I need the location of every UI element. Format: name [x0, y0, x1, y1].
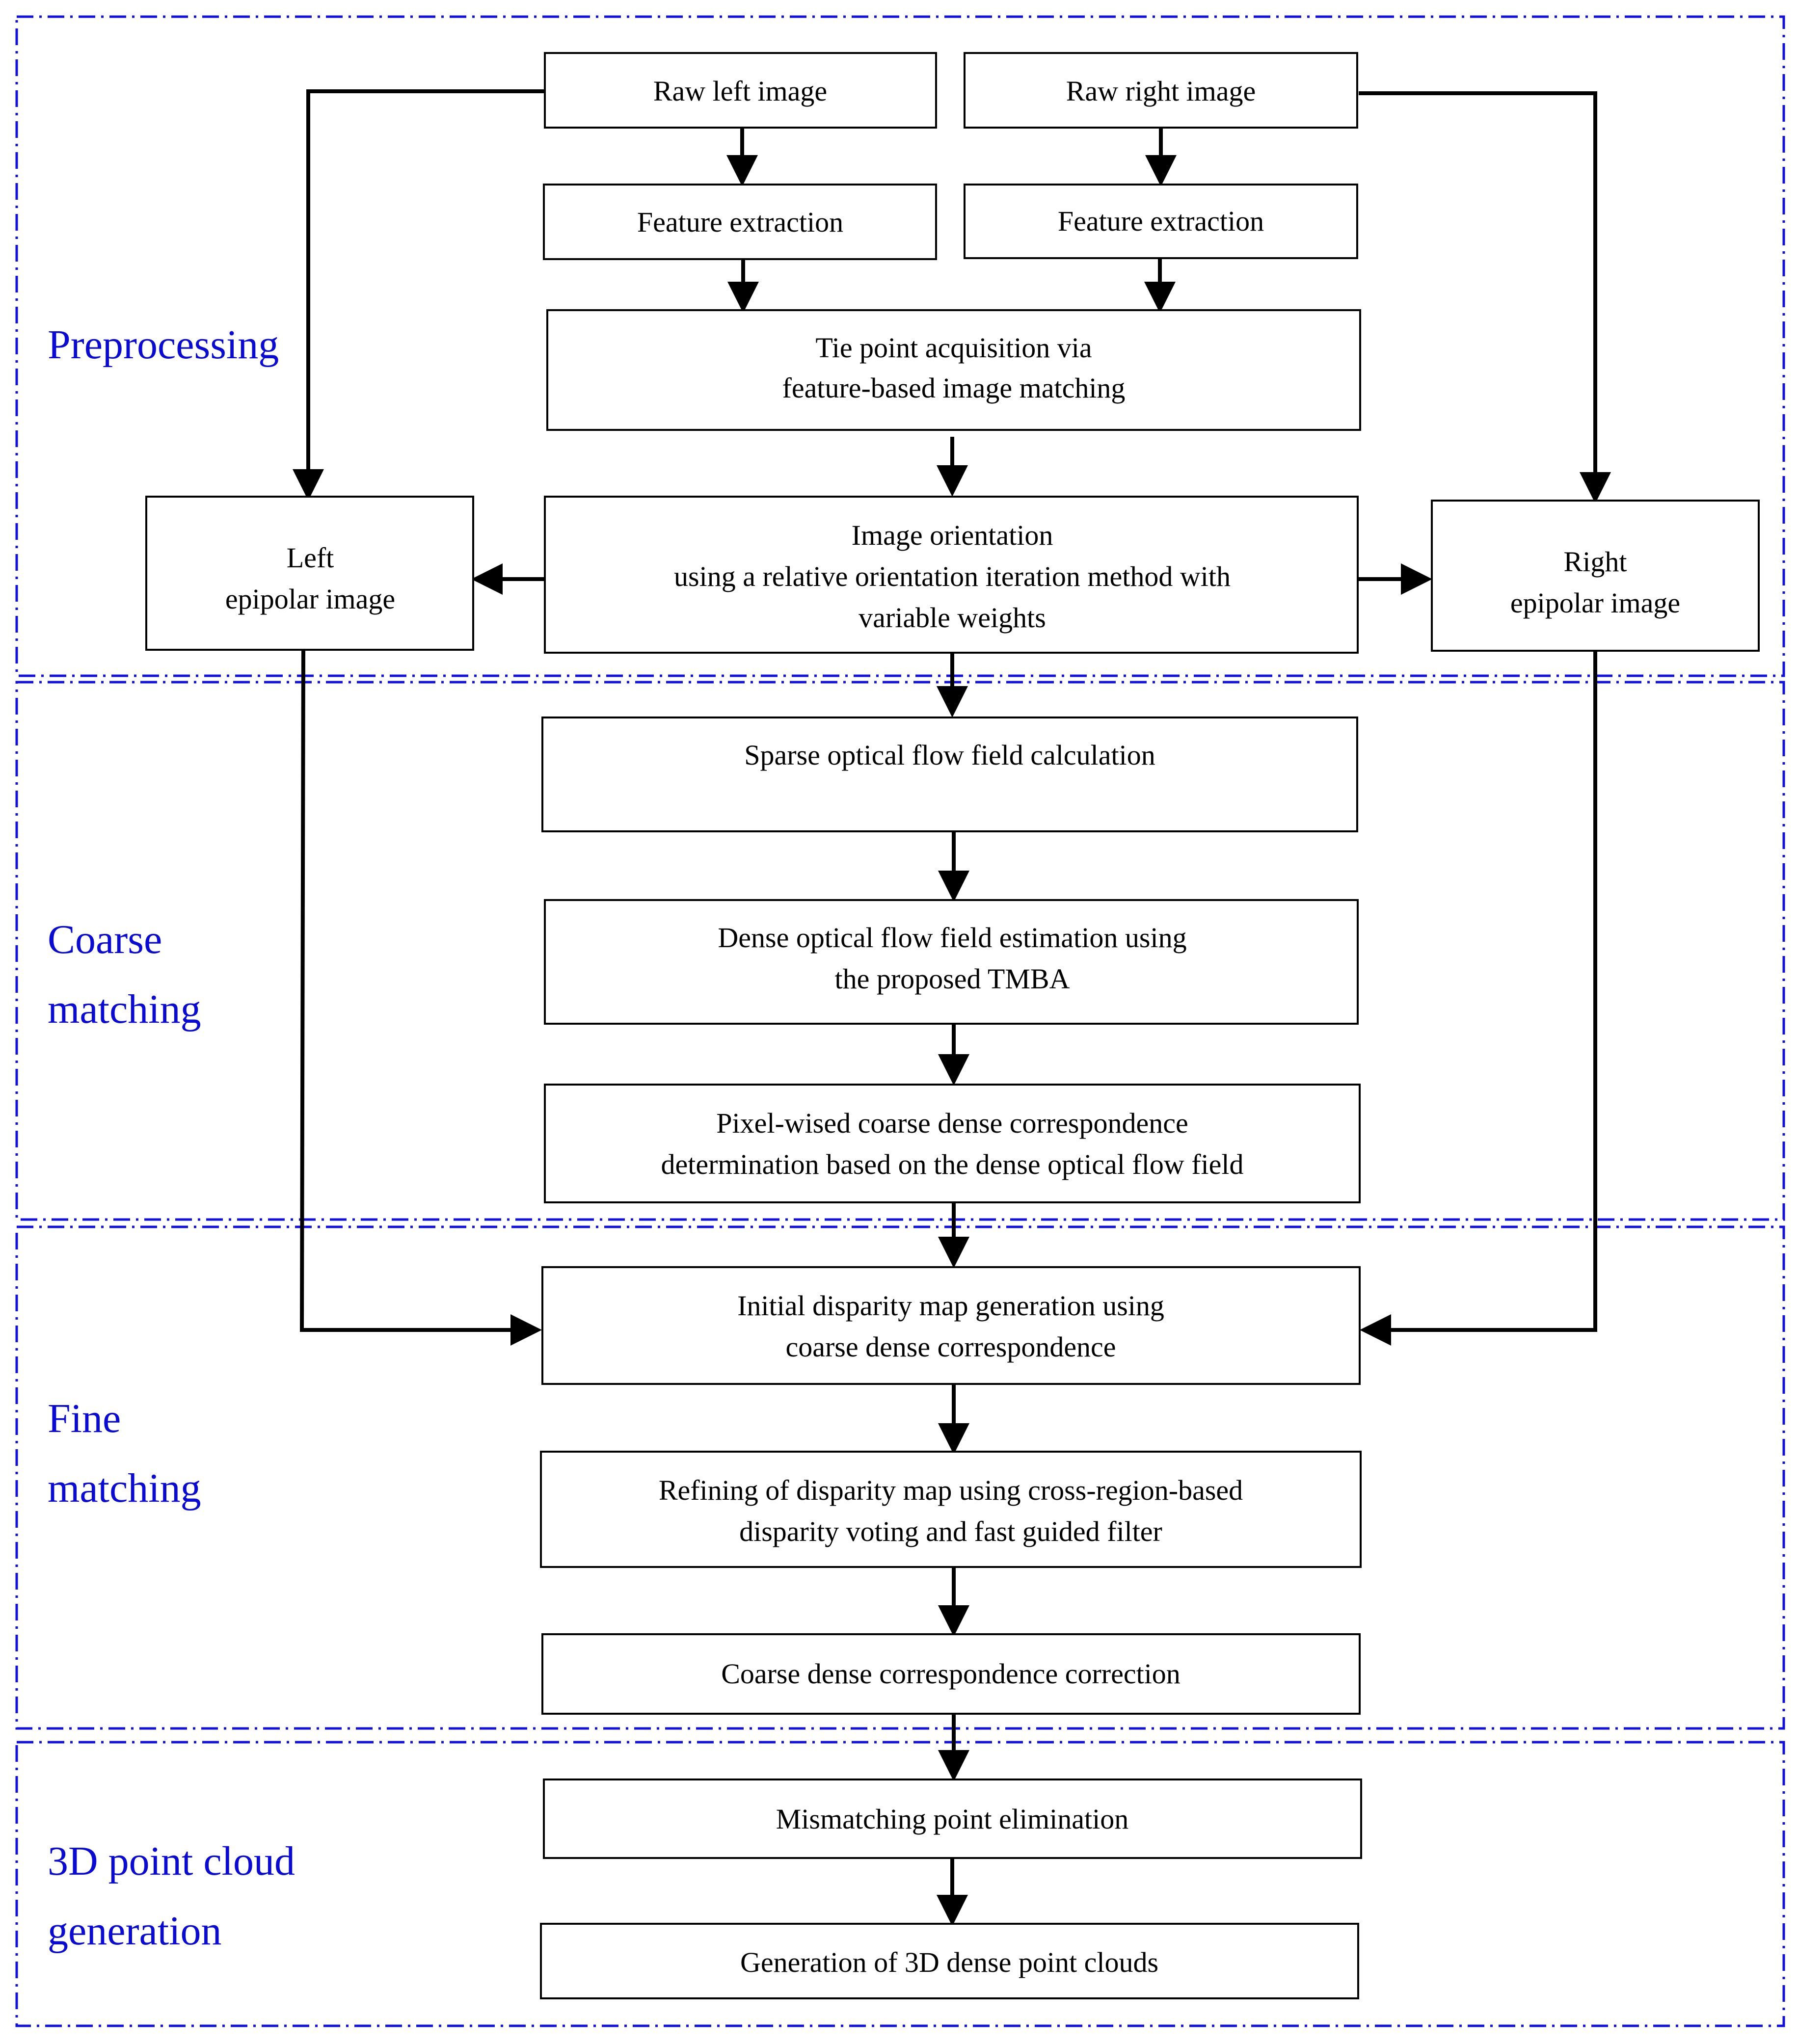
text-line: variable weights [859, 602, 1046, 634]
text-line: coarse dense correspondence [785, 1331, 1116, 1363]
box-right-epipolar-text: Right epipolar image [1510, 546, 1680, 619]
box-orientation-text: Image orientation using a relative orient… [674, 519, 1231, 634]
box-left-epipolar: Left epipolar image [145, 496, 474, 651]
text-line: Right [1564, 546, 1627, 578]
text-line: Preprocessing [48, 322, 279, 368]
box-feature-right-text: Feature extraction [1058, 205, 1264, 237]
text-line: Feature extraction [637, 206, 843, 238]
box-raw-right: Raw right image [964, 52, 1358, 129]
box-refining-text: Refining of disparity map using cross-re… [659, 1474, 1243, 1547]
box-dense-flow-text: Dense optical flow field estimation usin… [718, 922, 1186, 995]
box-feature-right: Feature extraction [964, 184, 1358, 259]
text-line: matching [48, 1465, 201, 1511]
text-line: Initial disparity map generation using [737, 1290, 1164, 1322]
connectors [293, 89, 1611, 1926]
box-feature-left-text: Feature extraction [637, 206, 843, 238]
stage-regions [15, 15, 1785, 2027]
arrow-raw-left-to-left-epipolar [293, 89, 545, 501]
stage-label-point-cloud-generation: 3D point cloud generation [48, 1838, 295, 1954]
box-raw-left: Raw left image [544, 52, 937, 129]
text-line: epipolar image [225, 583, 395, 615]
box-tie-point-text: Tie point acquisition via feature-based i… [782, 332, 1126, 404]
text-line: feature-based image matching [782, 372, 1126, 404]
text-line: using a relative orientation iteration m… [674, 560, 1231, 592]
box-mismatch-text: Mismatching point elimination [776, 1803, 1129, 1835]
arrow-left-epipolar-to-initial-disparity [299, 650, 542, 1346]
text-line: Raw right image [1066, 75, 1256, 107]
region-coarse-matching [15, 681, 1785, 1221]
text-line: Tie point acquisition via [815, 332, 1092, 364]
box-orientation: Image orientation using a relative orient… [544, 496, 1359, 654]
box-raw-left-text: Raw left image [653, 75, 827, 107]
box-sparse-flow-text: Sparse optical flow field calculation [744, 739, 1155, 771]
box-refining: Refining of disparity map using cross-re… [540, 1451, 1362, 1568]
box-tie-point: Tie point acquisition via feature-based i… [546, 309, 1361, 431]
box-pixel-wise-text: Pixel-wised coarse dense correspondence d… [661, 1107, 1243, 1180]
text-line: Raw left image [653, 75, 827, 107]
box-correction: Coarse dense correspondence correction [541, 1633, 1361, 1715]
text-line: determination based on the dense optical… [661, 1148, 1243, 1180]
box-pixel-wise: Pixel-wised coarse dense correspondence d… [544, 1084, 1361, 1203]
text-line: Left [287, 542, 334, 574]
box-right-epipolar: Right epipolar image [1431, 500, 1760, 652]
box-left-epipolar-text: Left epipolar image [225, 542, 395, 615]
box-generation-text: Generation of 3D dense point clouds [740, 1946, 1158, 1978]
stage-label-fine-matching: Fine matching [48, 1396, 201, 1511]
text-line: Pixel-wised coarse dense correspondence [716, 1107, 1188, 1139]
box-initial-disparity-text: Initial disparity map generation using co… [737, 1290, 1164, 1363]
box-dense-flow: Dense optical flow field estimation usin… [544, 899, 1359, 1025]
arrow-right-epipolar-to-initial-disparity [1360, 650, 1597, 1346]
text-line: disparity voting and fast guided filter [739, 1515, 1162, 1547]
text-line: generation [48, 1908, 222, 1954]
text-line: the proposed TMBA [834, 963, 1070, 995]
box-sparse-flow: Sparse optical flow field calculation [541, 717, 1358, 832]
text-line: matching [48, 986, 201, 1032]
arrow-raw-right-to-right-epipolar [1359, 91, 1611, 504]
text-line: Sparse optical flow field calculation [744, 739, 1155, 771]
stage-label-preprocessing: Preprocessing [48, 322, 279, 368]
region-fine-matching [15, 1225, 1785, 1730]
text-line: Dense optical flow field estimation usin… [718, 922, 1186, 954]
box-raw-right-text: Raw right image [1066, 75, 1256, 107]
text-line: Image orientation [852, 519, 1053, 551]
text-line: Mismatching point elimination [776, 1803, 1129, 1835]
text-line: epipolar image [1510, 587, 1680, 619]
text-line: Refining of disparity map using cross-re… [659, 1474, 1243, 1506]
box-mismatch: Mismatching point elimination [543, 1779, 1362, 1859]
text-line: Coarse dense correspondence correction [721, 1658, 1181, 1690]
stage-label-coarse-matching: Coarse matching [48, 917, 201, 1032]
text-line: Generation of 3D dense point clouds [740, 1946, 1158, 1978]
text-line: Coarse [48, 917, 162, 962]
region-point-cloud-generation [15, 1741, 1785, 2027]
region-preprocessing [15, 15, 1785, 677]
text-line: Feature extraction [1058, 205, 1264, 237]
text-line: Fine [48, 1396, 121, 1441]
box-generation: Generation of 3D dense point clouds [540, 1923, 1359, 1999]
box-initial-disparity: Initial disparity map generation using co… [541, 1266, 1361, 1385]
box-feature-left: Feature extraction [543, 184, 937, 260]
box-correction-text: Coarse dense correspondence correction [721, 1658, 1181, 1690]
text-line: 3D point cloud [48, 1838, 295, 1884]
